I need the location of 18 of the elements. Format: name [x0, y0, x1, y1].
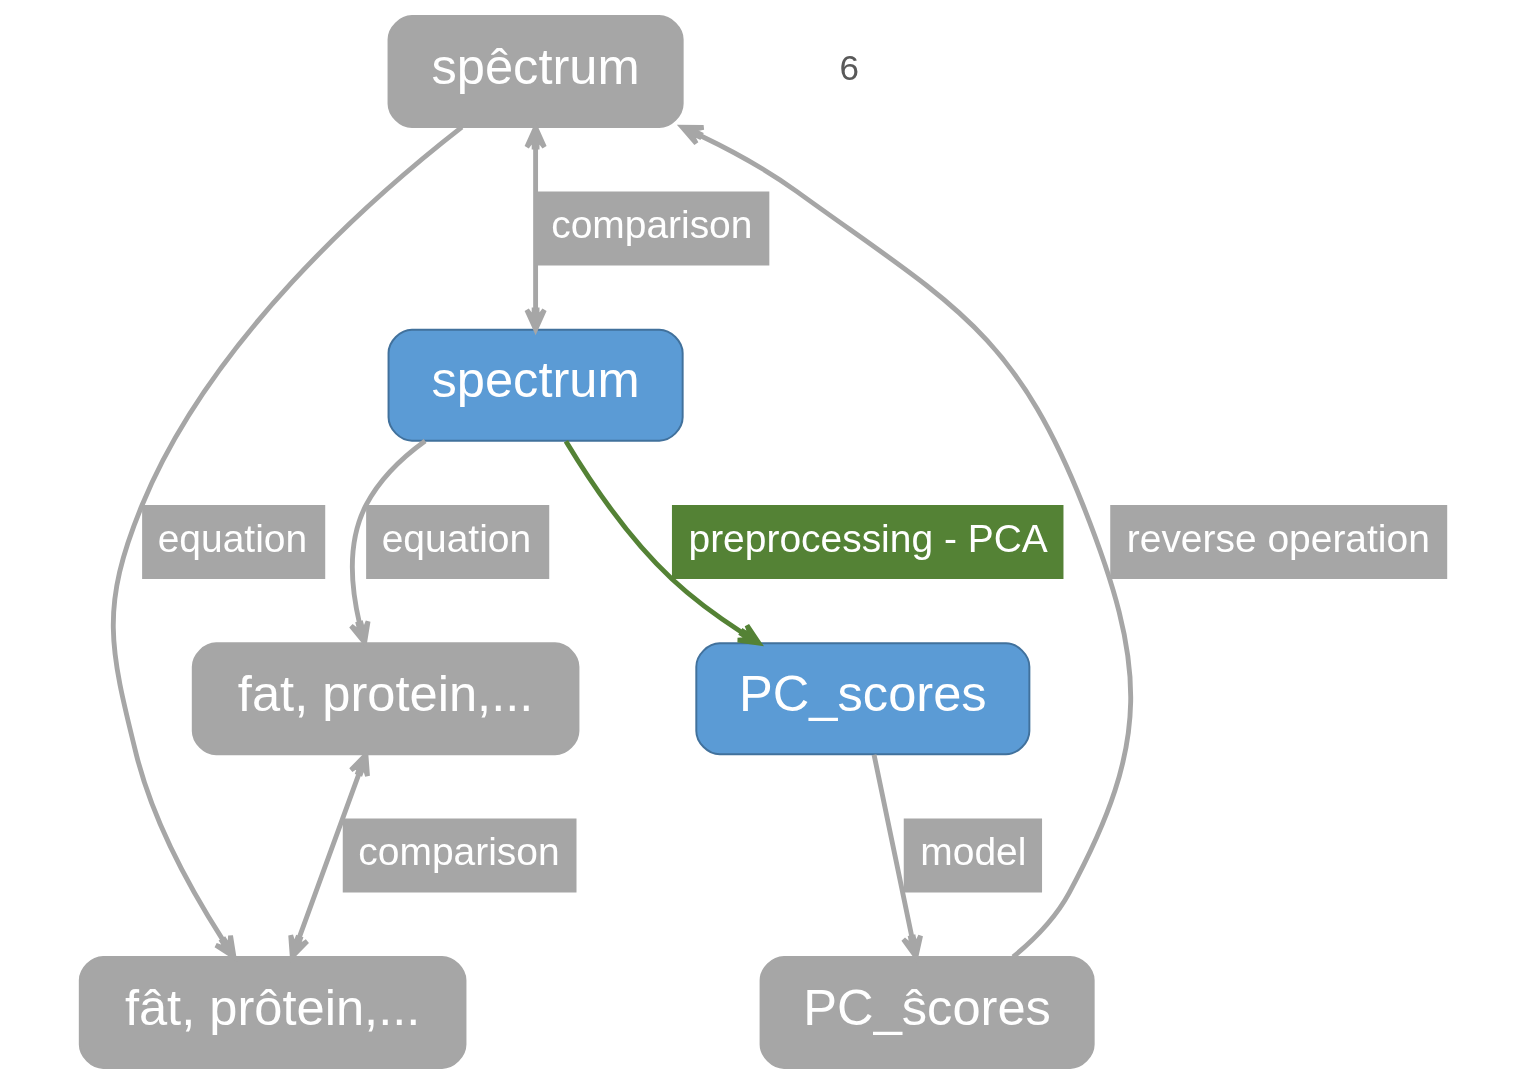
node-box: spectrum: [387, 328, 684, 442]
arrow: [348, 439, 427, 645]
edge-label: comparison: [358, 830, 560, 874]
node-box: fât, prôtein,...: [78, 955, 467, 1069]
arrow: [524, 125, 547, 332]
node-box: PC_ŝcores: [759, 955, 1095, 1069]
edge-label: preprocessing - PCA: [688, 516, 1048, 560]
node-box: fat, protein,...: [191, 642, 580, 756]
node-box: spêctrum: [387, 15, 684, 129]
edge-label: equation: [157, 516, 308, 560]
arrow: [679, 124, 1133, 959]
node-box: PC_scores: [695, 642, 1031, 756]
edge-label: comparison: [551, 203, 753, 247]
label: 6: [839, 48, 859, 88]
edge-label: reverse operation: [1126, 516, 1430, 560]
edge-label: model: [920, 830, 1027, 874]
arrow: [563, 439, 762, 646]
edge-label: equation: [381, 516, 532, 560]
